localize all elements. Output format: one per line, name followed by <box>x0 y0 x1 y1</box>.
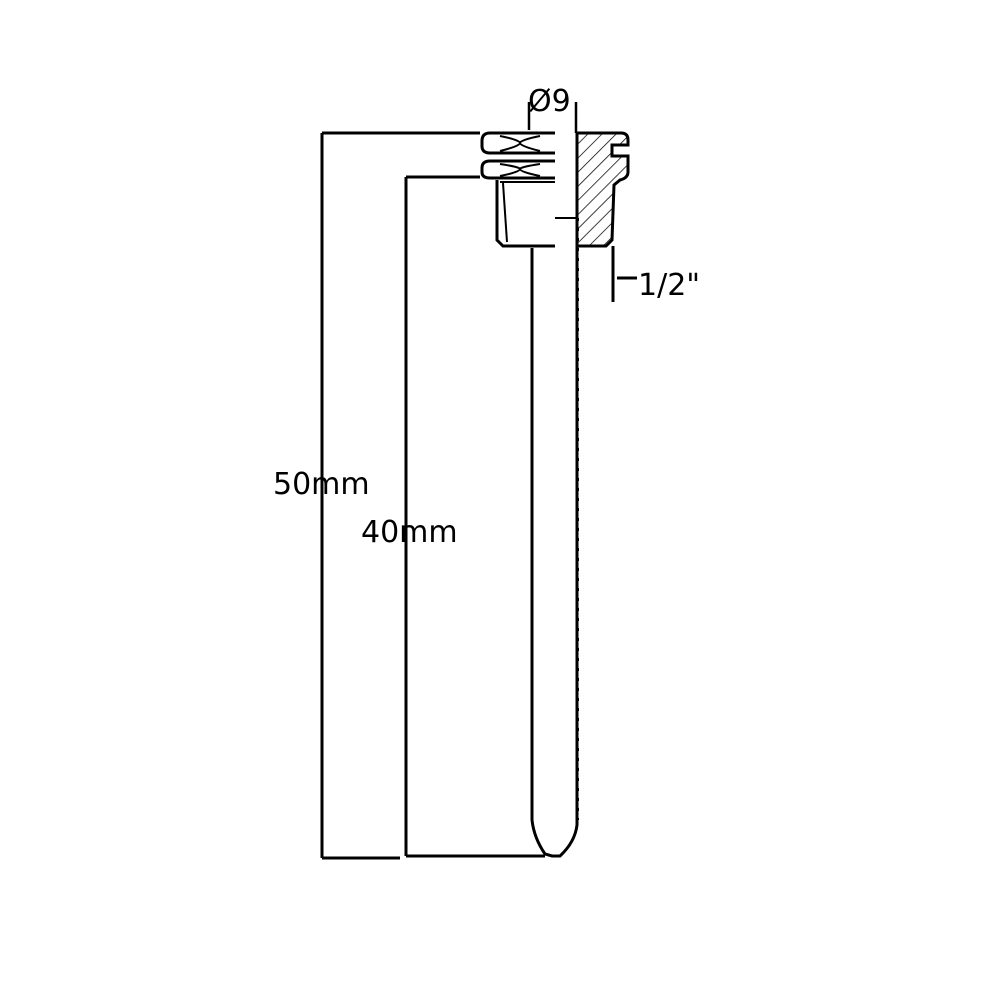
dimension-bore-diameter <box>527 102 578 133</box>
overall-length-label: 50mm <box>273 467 370 502</box>
hatched-cross-section <box>575 131 630 248</box>
bore-diameter-label: Ø9 <box>528 84 571 119</box>
hex-nut <box>480 131 555 180</box>
thermowell-stem <box>530 218 579 858</box>
dimension-thread-size <box>611 246 637 302</box>
insertion-length-label: 40mm <box>361 515 458 550</box>
thread-size-label: 1/2" <box>638 268 700 303</box>
dimension-50mm <box>320 131 480 860</box>
thread-section <box>495 180 578 248</box>
dimension-40mm <box>404 175 545 858</box>
